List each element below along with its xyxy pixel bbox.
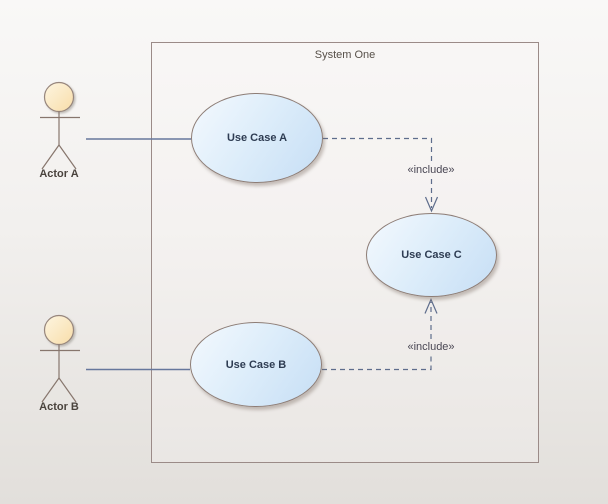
- include-arrowhead-down-icon: [424, 196, 439, 213]
- use-case-a[interactable]: Use Case A: [191, 93, 323, 183]
- include-connector-use-case-a-to-c[interactable]: [323, 137, 439, 213]
- actor-b-head: [43, 314, 75, 346]
- use-case-b[interactable]: Use Case B: [190, 322, 322, 407]
- include-connector-use-case-b-to-c[interactable]: [322, 297, 438, 371]
- use-case-b-label: Use Case B: [225, 358, 287, 371]
- include-label-b-to-c: «include»: [407, 341, 455, 353]
- use-case-c-label: Use Case C: [401, 249, 462, 261]
- use-case-a-label: Use Case A: [226, 132, 288, 144]
- actor-a-label: Actor A: [39, 168, 79, 180]
- actor-b-label: Actor B: [39, 401, 79, 413]
- system-boundary-label: System One: [314, 49, 376, 61]
- actor-b-figure[interactable]: [40, 314, 80, 403]
- use-case-c[interactable]: Use Case C: [366, 213, 497, 297]
- actor-a-head: [43, 81, 75, 113]
- include-arrowhead-up-icon: [424, 297, 438, 314]
- actor-a-figure[interactable]: [40, 81, 80, 170]
- include-label-a-to-c: «include»: [407, 164, 455, 176]
